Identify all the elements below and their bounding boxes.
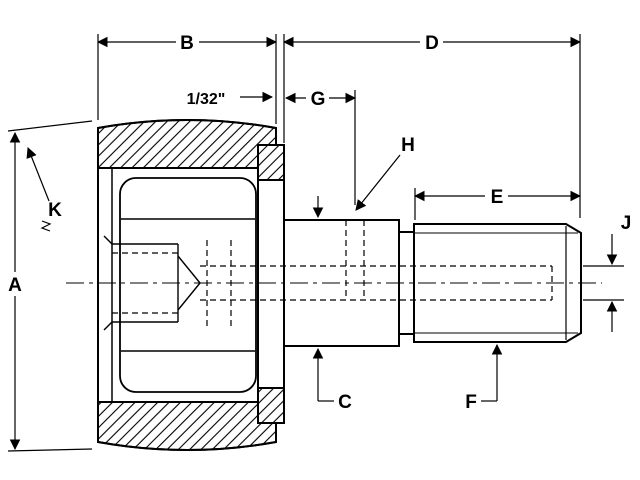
leader-line (355, 154, 401, 211)
label-bg (420, 31, 443, 54)
ext-line (7, 448, 93, 452)
label-h: H (401, 135, 415, 156)
outer-ring-section-top (97, 119, 277, 169)
dim-h-leader (355, 154, 401, 211)
label-c: C (338, 392, 352, 413)
outer-ring-section-bottom (97, 401, 277, 451)
dim-k-leader (26, 146, 52, 232)
ext-line (7, 120, 93, 132)
label-bg (176, 87, 236, 109)
flange-outline (257, 144, 285, 424)
label-g: G (311, 89, 326, 110)
label-bg (176, 31, 199, 54)
label-f: F (465, 392, 477, 413)
label-bg (485, 185, 508, 208)
label-bg (4, 272, 26, 296)
inner-race-outline (119, 177, 257, 393)
label-k: K (48, 200, 62, 221)
k-reference-squiggle (40, 220, 52, 232)
dim-j (583, 234, 624, 332)
roller-assembly (97, 119, 277, 451)
end-plate-flange (257, 144, 285, 424)
label-j: J (621, 213, 632, 234)
dim-c (312, 196, 334, 402)
dim-f (481, 343, 503, 402)
label-bg (306, 87, 329, 109)
leader-line (26, 146, 50, 202)
dimension-labels: A B D 1/32" G H E J K C F (4, 31, 631, 413)
flange-section-bottom (257, 387, 285, 424)
drawing-lines (7, 34, 624, 452)
flange-section-top (257, 144, 285, 181)
label-b: B (180, 33, 194, 54)
label-a: A (8, 275, 22, 296)
label-e: E (491, 187, 504, 208)
label-gap: 1/32" (187, 91, 226, 108)
label-d: D (425, 33, 439, 54)
